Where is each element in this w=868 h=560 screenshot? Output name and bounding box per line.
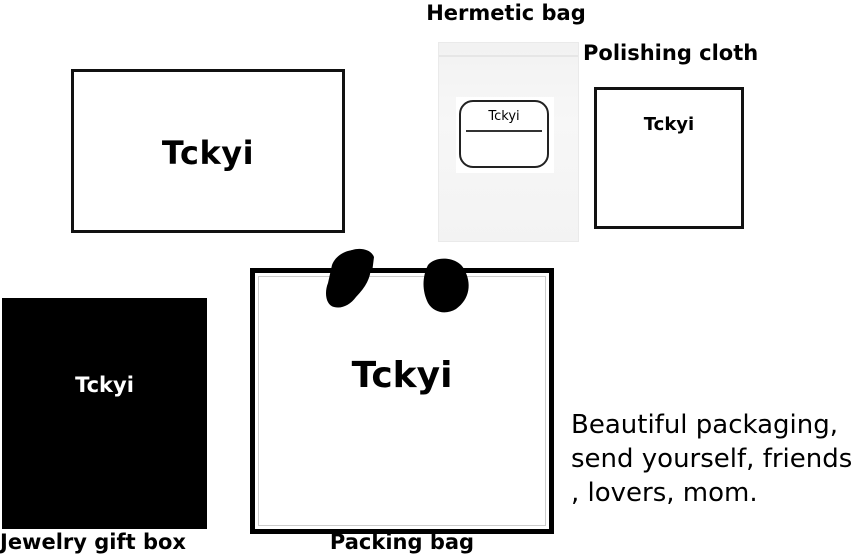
- packing-bag-label: Packing bag: [329, 530, 475, 554]
- card-brand-text: Tckyi: [161, 134, 255, 172]
- jewelry-gift-box-label: Jewelry gift box: [0, 530, 186, 554]
- gift-box-brand-text: Tckyi: [75, 373, 134, 397]
- packaging-description: Beautiful packaging, send yourself, frie…: [571, 408, 867, 510]
- packing-bag-inner-edge: [258, 276, 546, 526]
- polishing-cloth-brand-text: Tckyi: [643, 114, 695, 135]
- brand-card: Tckyi: [71, 69, 345, 233]
- hermetic-bag: Tckyi: [438, 42, 579, 242]
- hermetic-bag-seal: [439, 55, 578, 57]
- packing-bag: Tckyi: [250, 268, 554, 534]
- hermetic-bag-label: Hermetic bag: [426, 1, 586, 25]
- hermetic-bag-sticker-text: Tckyi: [488, 109, 520, 124]
- description-line-1: Beautiful packaging,: [571, 410, 839, 440]
- polishing-cloth: Tckyi: [594, 87, 744, 229]
- description-line-3: , lovers, mom.: [571, 478, 758, 508]
- hermetic-bag-sticker: Tckyi: [459, 100, 549, 168]
- packing-bag-brand-text: Tckyi: [351, 355, 453, 396]
- hermetic-bag-sticker-underline: [466, 130, 542, 132]
- right-handle-ribbon-icon: [430, 259, 454, 273]
- jewelry-gift-box: Tckyi: [2, 298, 207, 529]
- description-line-2: send yourself, friends: [571, 444, 853, 474]
- right-handle-icon: [423, 258, 469, 313]
- packing-bag-handles-icon: [326, 248, 469, 313]
- polishing-cloth-label: Polishing cloth: [583, 41, 759, 65]
- left-handle-ribbon-icon: [346, 248, 374, 273]
